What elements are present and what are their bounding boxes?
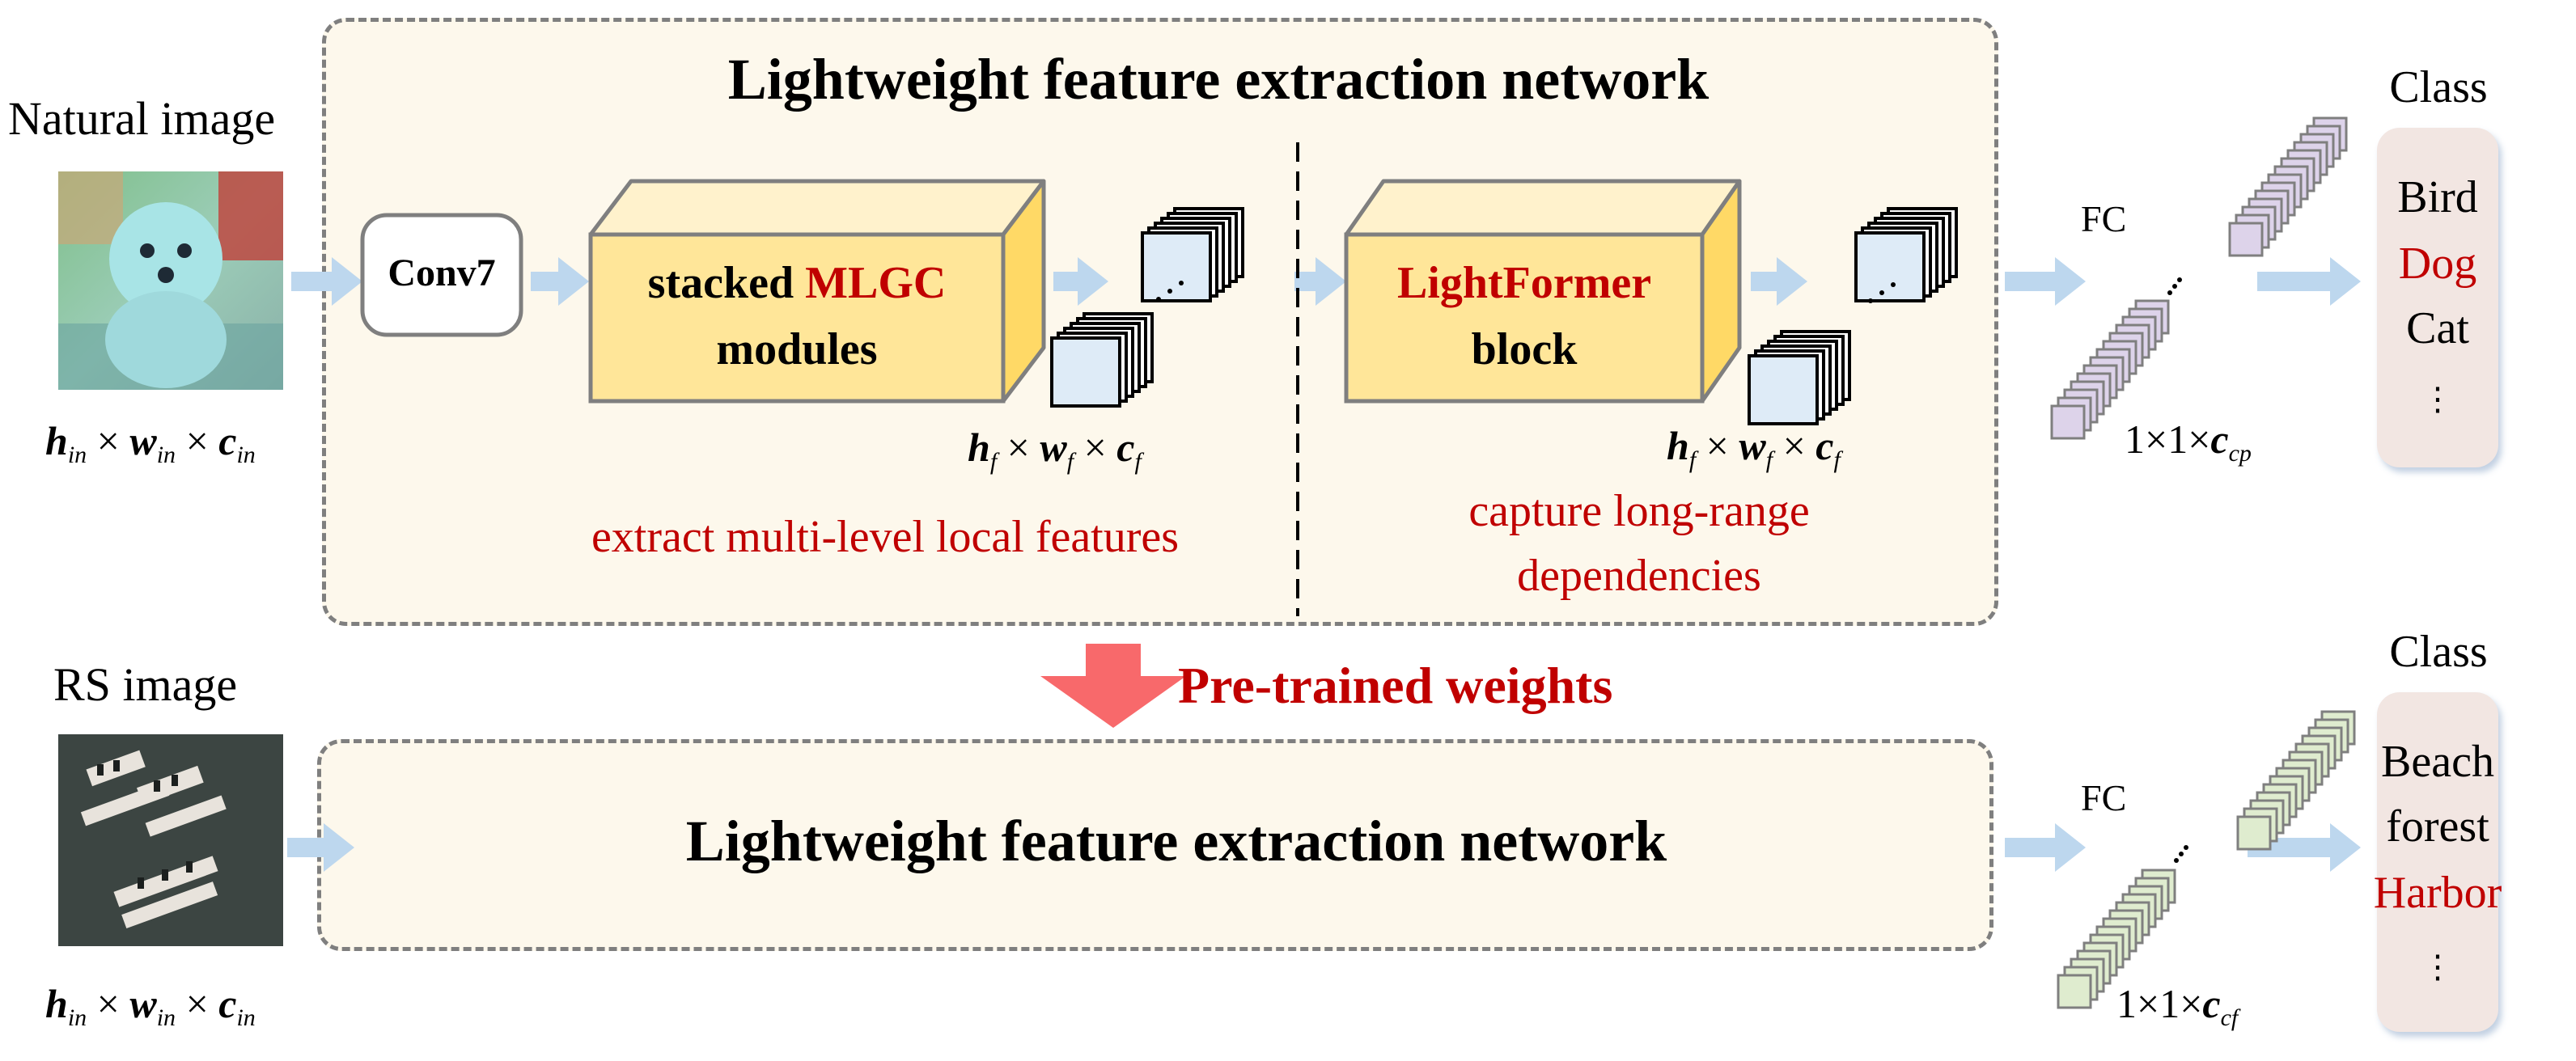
class-title-bottom: Class (2389, 627, 2488, 677)
rs-image-thumbnail (58, 734, 283, 946)
fc-output-dims-bottom: 1×1×ccf (2116, 981, 2239, 1031)
bottom-network-title: Lightweight feature extraction network (685, 809, 1667, 873)
lightformer-block-label-line1: LightFormer (1396, 258, 1652, 308)
fc-neuron (2050, 404, 2086, 440)
pretrained-transfer-arrow (1040, 644, 1186, 728)
class-item: Bird (2397, 172, 2478, 222)
class-item: Beach (2381, 737, 2494, 787)
class-item-highlight: Harbor (2373, 868, 2502, 918)
lightformer-output-dims: hf × wf × cf (1667, 423, 1841, 473)
bottom-network-panel (317, 739, 1993, 951)
mlgc-block-label-line1: stacked MLGC (647, 258, 947, 308)
fc-ellipsis-dot (2177, 277, 2182, 282)
mlgc-highlight: MLGC (805, 258, 947, 308)
fc-neuron (2057, 974, 2092, 1009)
natural-image-thumbnail (58, 171, 283, 390)
class-list-top: Bird Dog Cat ⋮ (2377, 128, 2498, 467)
fc-label-bottom: FC (2081, 777, 2127, 818)
class-item-highlight: Dog (2398, 239, 2477, 289)
bottom-flow-arrows (287, 823, 2361, 872)
fc-label-top: FC (2081, 198, 2127, 239)
fc-ellipsis-dot (2167, 290, 2172, 295)
fc-stack-top (2050, 116, 2348, 440)
fc-ellipsis-dot (2174, 858, 2179, 863)
fc-ellipsis-dot (2184, 845, 2188, 850)
pretrained-weights-label: Pre-trained weights (1178, 657, 1613, 714)
class-ellipsis: ⋮ (2421, 381, 2454, 417)
class-ellipsis: ⋮ (2421, 949, 2454, 985)
conv7-label: Conv7 (388, 252, 496, 294)
bottom-input-dims: hin × win × cin (45, 981, 256, 1031)
mlgc-block-label-line2: modules (716, 324, 878, 374)
mlgc-feature-maps (1050, 207, 1244, 408)
natural-image-label: Natural image (8, 92, 276, 145)
class-item: Cat (2406, 303, 2469, 353)
top-input-dims: hin × win × cin (45, 418, 256, 468)
lightformer-block-label-line2: block (1471, 324, 1578, 374)
lightformer-caption-line2: dependencies (1517, 551, 1761, 601)
class-item: forest (2386, 801, 2489, 852)
class-list-bottom: Beach forest Harbor ⋮ (2374, 692, 2502, 1032)
mlgc-caption: extract multi-level local features (591, 512, 1180, 562)
lightformer-feature-maps (1748, 207, 1958, 425)
top-flow-arrows (291, 257, 2361, 306)
fc-neuron (2228, 222, 2264, 257)
fc-neuron (2236, 815, 2272, 851)
lightformer-caption-line1: capture long-range (1468, 486, 1810, 536)
top-network-title: Lightweight feature extraction network (727, 47, 1710, 112)
conv7-box (360, 213, 523, 337)
lightformer-block-shape (1344, 179, 1742, 404)
fc-ellipsis-dot (2179, 852, 2184, 856)
class-title-top: Class (2389, 62, 2488, 112)
fc-ellipsis-dot (2172, 284, 2177, 289)
mlgc-block-shape (588, 179, 1046, 404)
fc-output-dims-top: 1×1×ccp (2125, 416, 2252, 467)
rs-image-label: RS image (53, 658, 238, 711)
fc-stack-bottom (2057, 710, 2356, 1009)
mlgc-output-dims: hf × wf × cf (968, 425, 1142, 475)
